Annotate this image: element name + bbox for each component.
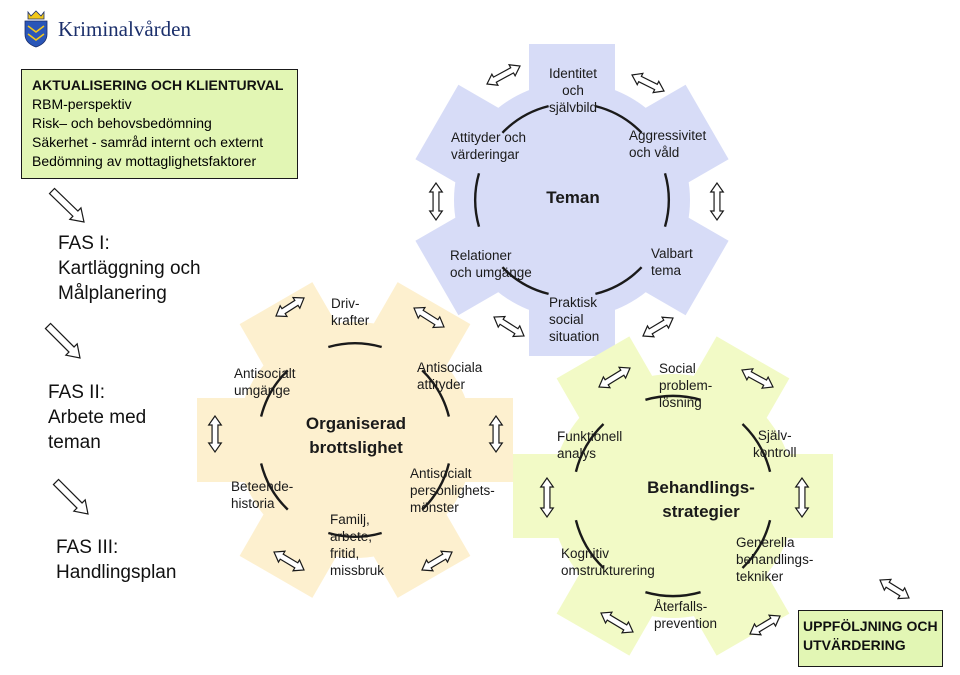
intro-box-line: Bedömning av mottaglighetsfaktorer — [32, 153, 257, 169]
themes-wheel-disc — [454, 82, 690, 318]
intro-box-title: AKTUALISERING OCH KLIENTURVAL — [32, 77, 284, 93]
link-double-arrow — [539, 476, 555, 519]
link-double-arrow — [642, 316, 674, 338]
link-double-arrow — [794, 476, 810, 519]
link-double-arrow — [749, 614, 781, 636]
strategies-wheel-ring-arc — [741, 519, 772, 569]
followup-box: UPPFÖLJNING OCH UTVÄRDERING — [798, 610, 943, 667]
link-double-arrow — [207, 414, 223, 454]
link-double-arrow — [741, 368, 774, 389]
strategy-self-control-label: Själv- kontroll — [753, 428, 797, 460]
link-double-arrow — [413, 306, 445, 329]
strategy-cognitive-label: Kognitiv omstrukturering — [561, 546, 655, 578]
organized-wheel-ring-arc — [421, 463, 451, 511]
strategies-wheel-ring-arc — [645, 394, 701, 401]
strategies-wheel-ring-arc — [741, 423, 772, 473]
strategy-problem-solving-label: Social problem- lösning — [659, 361, 713, 410]
organized-wheel-ring-arc — [259, 369, 289, 417]
crown-shield-icon — [24, 10, 48, 48]
link-double-arrow — [600, 611, 634, 634]
brand-logo: Kriminalvården — [22, 10, 191, 48]
brand-name: Kriminalvården — [58, 16, 191, 41]
organized-antisocial-attitudes-label: Antisociala attityder — [417, 360, 483, 392]
link-double-arrow — [421, 550, 453, 572]
organized-peers-label: Antisocialt umgänge — [234, 366, 296, 398]
strategy-functional-label: Funktionell analys — [557, 429, 623, 461]
themes-wheel-ring-arc — [663, 172, 670, 228]
link-double-arrow — [709, 181, 725, 222]
organized-history-label: Beteende- historia — [231, 479, 294, 511]
organized-personality-label: Antisocialt personlighets- mönster — [410, 466, 495, 515]
organized-wheel-ring-arc — [327, 342, 383, 349]
organized-wheel-ring-arc — [327, 531, 383, 538]
strategy-general-techniques-label: Generella behandlings- tekniker — [736, 535, 814, 584]
themes-wheel-ring-arc — [474, 172, 481, 228]
link-double-arrow — [879, 578, 910, 600]
intro-box-line: RBM-perspektiv — [32, 96, 132, 112]
organized-family-label: Familj, arbete, fritid, missbruk — [330, 512, 385, 578]
phase-2-label: FAS II: Arbete med teman — [48, 382, 147, 453]
theme-attitudes-label: Attityder och värderingar — [451, 130, 527, 162]
link-double-arrow — [493, 315, 525, 338]
organized-wheel-ring-arc — [421, 369, 451, 417]
themes-wheel-ring-arc — [595, 104, 643, 134]
organized-wheel-ring-arc — [259, 463, 289, 511]
organized-wheel — [197, 282, 513, 598]
strategies-center-label: Behandlings- strategier — [647, 478, 755, 521]
intro-box-line: Risk– och behovsbedömning — [32, 115, 212, 131]
theme-relations-label: Relationer och umgänge — [450, 248, 532, 280]
intro-box-line: Säkerhet - samråd internt och externt — [32, 134, 264, 150]
organized-wheel-disc — [237, 322, 473, 558]
strategies-wheel — [513, 336, 833, 656]
strategies-wheel-ring-arc — [645, 591, 701, 598]
strategy-relapse-label: Återfalls- prevention — [654, 599, 718, 631]
themes-wheel-ring-arc — [595, 266, 643, 296]
link-double-arrow — [488, 414, 504, 454]
phase-flow-arrow — [48, 187, 85, 223]
theme-practical-label: Praktisk social situation — [549, 295, 600, 344]
link-double-arrow — [273, 550, 305, 572]
themes-center-label: Teman — [546, 188, 600, 207]
phase-flow-arrow — [52, 478, 89, 515]
strategies-wheel-ring-arc — [574, 519, 605, 569]
themes-wheel — [415, 44, 729, 356]
theme-identity-label: Identitet och självbild — [548, 66, 598, 115]
themes-wheel-ring-arc — [501, 266, 549, 296]
phase-3-label: FAS III: Handlingsplan — [56, 537, 177, 583]
organized-center-label: Organiserad brottslighet — [305, 414, 407, 457]
phase-1-label: FAS I: Kartläggning och Målplanering — [58, 233, 201, 304]
strategies-wheel-ring-arc — [574, 423, 605, 473]
link-double-arrow — [275, 296, 305, 318]
link-double-arrow — [631, 72, 665, 94]
link-double-arrow — [598, 366, 631, 389]
link-double-arrow — [428, 181, 444, 222]
theme-optional-label: Valbart tema — [651, 246, 693, 278]
link-double-arrow — [486, 64, 521, 86]
theme-aggression-label: Aggressivitet och våld — [629, 128, 707, 160]
organized-drivers-label: Driv- krafter — [331, 296, 370, 328]
themes-wheel-ring-arc — [501, 104, 549, 134]
intro-box: AKTUALISERING OCH KLIENTURVAL RBM-perspe… — [21, 69, 298, 179]
strategies-wheel-disc — [551, 374, 795, 618]
phase-flow-arrow — [44, 322, 81, 359]
